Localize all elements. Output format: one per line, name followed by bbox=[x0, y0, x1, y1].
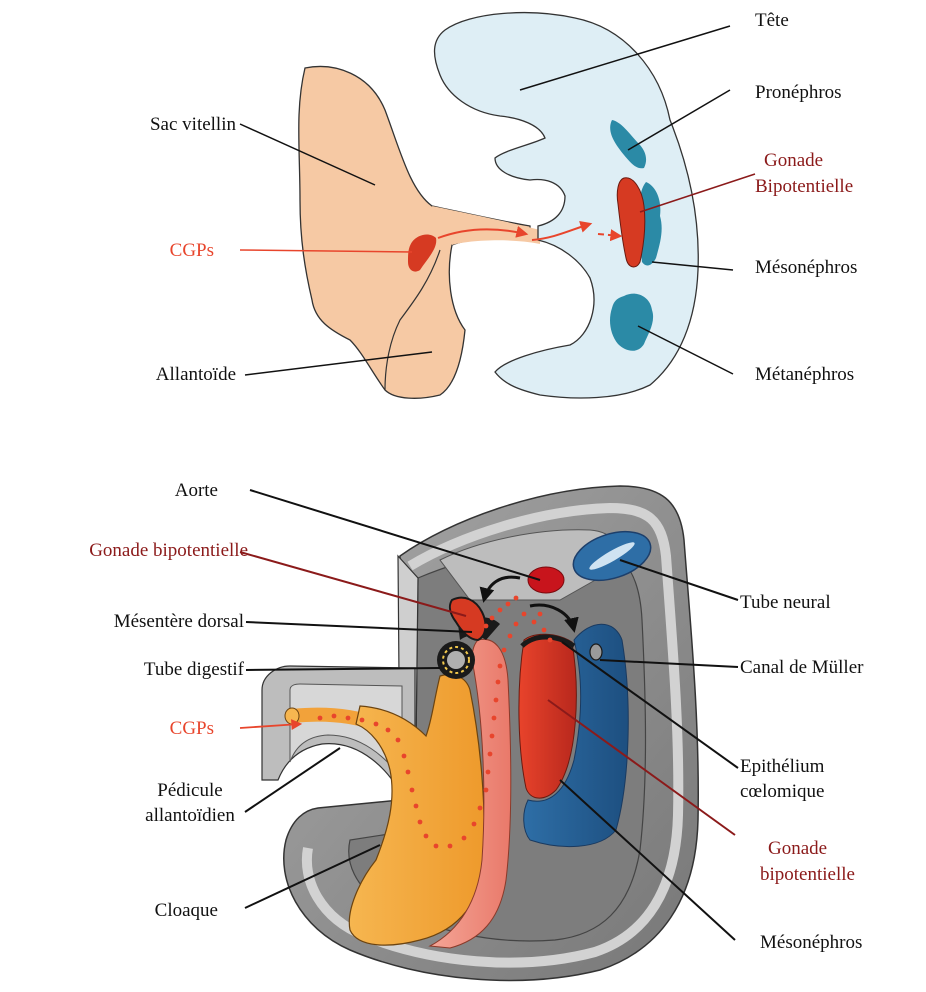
label-gonade-top-line1: Gonade bbox=[764, 148, 823, 174]
label-pedicule-line1: Pédicule bbox=[140, 778, 240, 804]
label-gonade-top-line2: Bipotentielle bbox=[755, 174, 853, 200]
label-pronephros: Pronéphros bbox=[755, 80, 842, 106]
label-sac-vitellin: Sac vitellin bbox=[150, 112, 236, 138]
label-canal-muller: Canal de Müller bbox=[740, 655, 863, 681]
allantoic-duct-opening bbox=[285, 708, 299, 724]
label-cgps-top: CGPs bbox=[170, 238, 214, 264]
label-tube-neural: Tube neural bbox=[740, 590, 831, 616]
digestive-tube-lumen bbox=[447, 651, 465, 669]
label-gonade-bottom-right-line2: bipotentielle bbox=[760, 862, 855, 888]
label-cgps-bottom: CGPs bbox=[170, 716, 214, 742]
label-tube-digestif: Tube digestif bbox=[144, 657, 244, 683]
label-mesonephros-bottom: Mésonéphros bbox=[760, 930, 862, 956]
muller-duct-shape bbox=[590, 644, 602, 660]
label-aorte: Aorte bbox=[175, 478, 218, 504]
label-mesentere-dorsal: Mésentère dorsal bbox=[114, 609, 244, 635]
label-epithelium-line1: Epithélium bbox=[740, 754, 824, 780]
label-allantoide: Allantoïde bbox=[156, 362, 236, 388]
label-pedicule-line2: allantoïdien bbox=[140, 803, 240, 829]
bottom-section-diagram bbox=[240, 486, 738, 980]
aorta-shape bbox=[528, 567, 564, 593]
label-cloaque: Cloaque bbox=[155, 898, 218, 924]
top-embryo-diagram bbox=[240, 13, 755, 399]
label-mesonephros-top: Mésonéphros bbox=[755, 255, 857, 281]
label-gonade-bottom-left: Gonade bipotentielle bbox=[89, 538, 248, 564]
label-gonade-bottom-right-line1: Gonade bbox=[768, 836, 827, 862]
label-metanephros: Métanéphros bbox=[755, 362, 854, 388]
label-epithelium-line2: cœlomique bbox=[740, 779, 824, 805]
label-tete: Tête bbox=[755, 8, 789, 34]
